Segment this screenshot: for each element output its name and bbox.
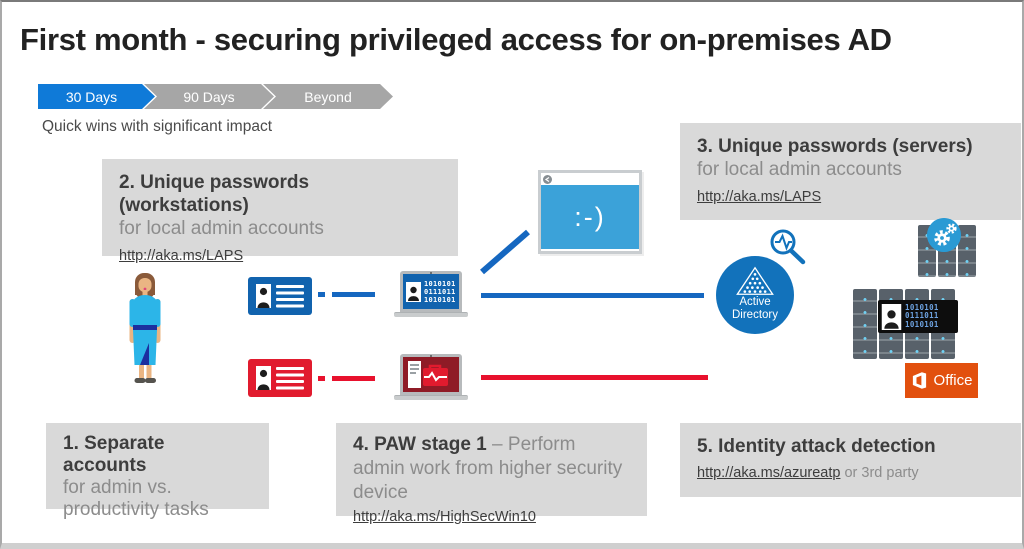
internet-browser-window-icon: :-): [538, 170, 642, 254]
subtitle: Quick wins with significant impact: [42, 118, 272, 135]
productivity-apps-icon: [408, 361, 448, 388]
page-title: First month - securing privileged access…: [20, 22, 892, 57]
highsecwin10-link[interactable]: http://aka.ms/HighSecWin10: [353, 509, 536, 525]
admin-connector-dash: [318, 292, 325, 297]
callout-line: for admin vs.: [63, 477, 172, 498]
timeline-phase-90-days: 90 Days: [144, 84, 274, 109]
office-label: Office: [933, 372, 973, 389]
callout-title-rest: – Perform admin work from higher securit…: [353, 434, 623, 503]
attack-detection-magnifier-icon: [770, 229, 806, 265]
admin-workstation-laptop-icon: 1010101 0111011 1010101: [394, 271, 468, 317]
admin-connector-segment: [332, 292, 375, 297]
callout-title: 2. Unique passwords (workstations): [119, 172, 310, 216]
callout-subtitle: for local admin accounts: [697, 159, 902, 180]
ad-forest-triangle-icon: [736, 266, 774, 295]
callout-identity-attack-detection: 5. Identity attack detection http://aka.…: [680, 423, 1021, 497]
callout-title: 5. Identity attack detection: [697, 436, 936, 457]
laptop-base: [394, 312, 468, 317]
admin-to-ad-line: [481, 293, 704, 298]
binary-code-text: 1010101 0111011 1010101: [905, 302, 939, 329]
office-logo: Office: [905, 363, 978, 398]
credential-photo-icon: [881, 303, 902, 330]
workstation-to-internet-line: [480, 229, 530, 275]
user-connector-dash: [318, 376, 325, 381]
admin-id-badge-icon: [248, 277, 312, 315]
smiley-face-text: :-): [541, 185, 639, 249]
callout-title: 4. PAW stage 1 – Perform admin work from…: [353, 433, 630, 505]
timeline-phase-label: 30 Days: [65, 88, 118, 105]
callout-unique-passwords-servers: 3. Unique passwords (servers) for local …: [680, 123, 1021, 220]
azureatp-link[interactable]: http://aka.ms/azureatp: [697, 465, 841, 481]
automation-gears-icon: [927, 218, 961, 252]
user-productivity-laptop-icon: [394, 354, 468, 400]
office-o-icon: [912, 372, 926, 389]
callout-subtitle: for local admin accounts: [119, 218, 324, 239]
laptop-base: [394, 395, 468, 400]
server-tower: [853, 289, 877, 359]
callout-separate-accounts: 1. Separate accounts for admin vs. produ…: [46, 423, 269, 520]
ad-label-line1: Active: [739, 296, 771, 308]
user-to-services-line: [481, 375, 708, 380]
server-credential-badge-icon: 1010101 0111011 1010101: [878, 300, 958, 333]
user-person-icon: [129, 273, 161, 383]
callout-unique-passwords-workstations: 2. Unique passwords (workstations) for l…: [102, 159, 458, 264]
binary-code-text: 1010101 0111011 1010101: [424, 279, 456, 304]
callout-title: 1. Separate accounts: [63, 433, 165, 476]
laptop-screen: [400, 354, 462, 395]
active-directory-icon: Active Directory: [716, 256, 794, 334]
laptop-screen: 1010101 0111011 1010101: [400, 271, 462, 312]
callout-title: 3. Unique passwords (servers): [697, 136, 973, 157]
back-arrow-icon: [543, 174, 552, 184]
timeline-phase-30-days: 30 Days: [38, 84, 155, 109]
browser-title-bar: [541, 173, 639, 185]
ad-label-line2: Directory: [731, 309, 778, 321]
credential-photo-icon: [406, 281, 421, 302]
timeline-phase-label: Beyond: [304, 88, 352, 105]
callout-paw-stage-1: 4. PAW stage 1 – Perform admin work from…: [336, 423, 647, 525]
user-connector-segment: [332, 376, 375, 381]
user-id-badge-icon: [248, 359, 312, 397]
laps-link[interactable]: http://aka.ms/LAPS: [119, 248, 244, 264]
laps-link[interactable]: http://aka.ms/LAPS: [697, 189, 822, 205]
timeline-phase-beyond: Beyond: [263, 84, 393, 109]
link-suffix: or 3rd party: [840, 465, 919, 481]
timeline: 30 Days 90 Days Beyond: [38, 84, 393, 109]
callout-title-bold: 4. PAW stage 1: [353, 434, 487, 455]
callout-line: productivity tasks: [63, 499, 209, 520]
timeline-phase-label: 90 Days: [183, 88, 235, 105]
server-tower: [958, 225, 976, 277]
